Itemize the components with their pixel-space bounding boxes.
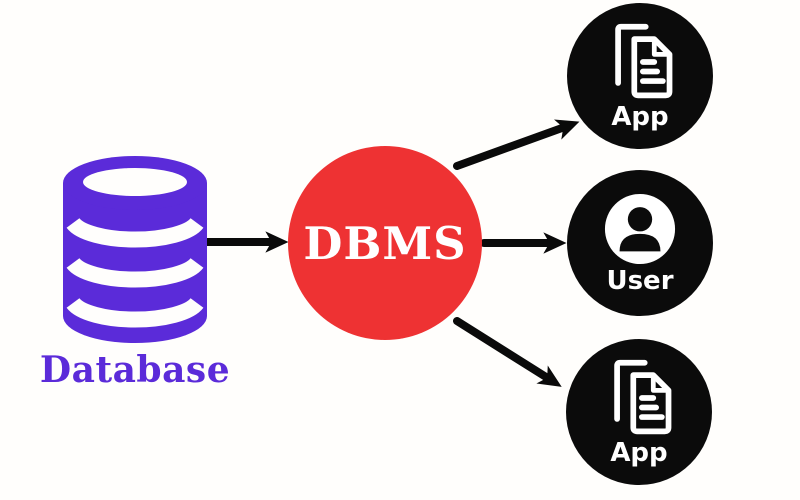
user-label: User (606, 266, 674, 296)
document-icon (615, 23, 673, 99)
node-database: Database (39, 153, 231, 391)
database-cylinder-icon (63, 156, 207, 343)
dbms-label: DBMS (303, 216, 467, 270)
arrow-dbms-to-app-bottom (453, 317, 562, 387)
node-app-bottom: App (566, 339, 712, 485)
user-icon (604, 193, 676, 265)
node-app-top: App (567, 3, 713, 149)
node-dbms: DBMS (288, 146, 482, 340)
app-top-label: App (611, 102, 669, 132)
arrow-dbms-to-app-top (453, 119, 580, 170)
node-user: User (567, 170, 713, 316)
app-bottom-label: App (610, 438, 668, 468)
database-label: Database (39, 349, 231, 391)
document-icon (614, 359, 672, 435)
